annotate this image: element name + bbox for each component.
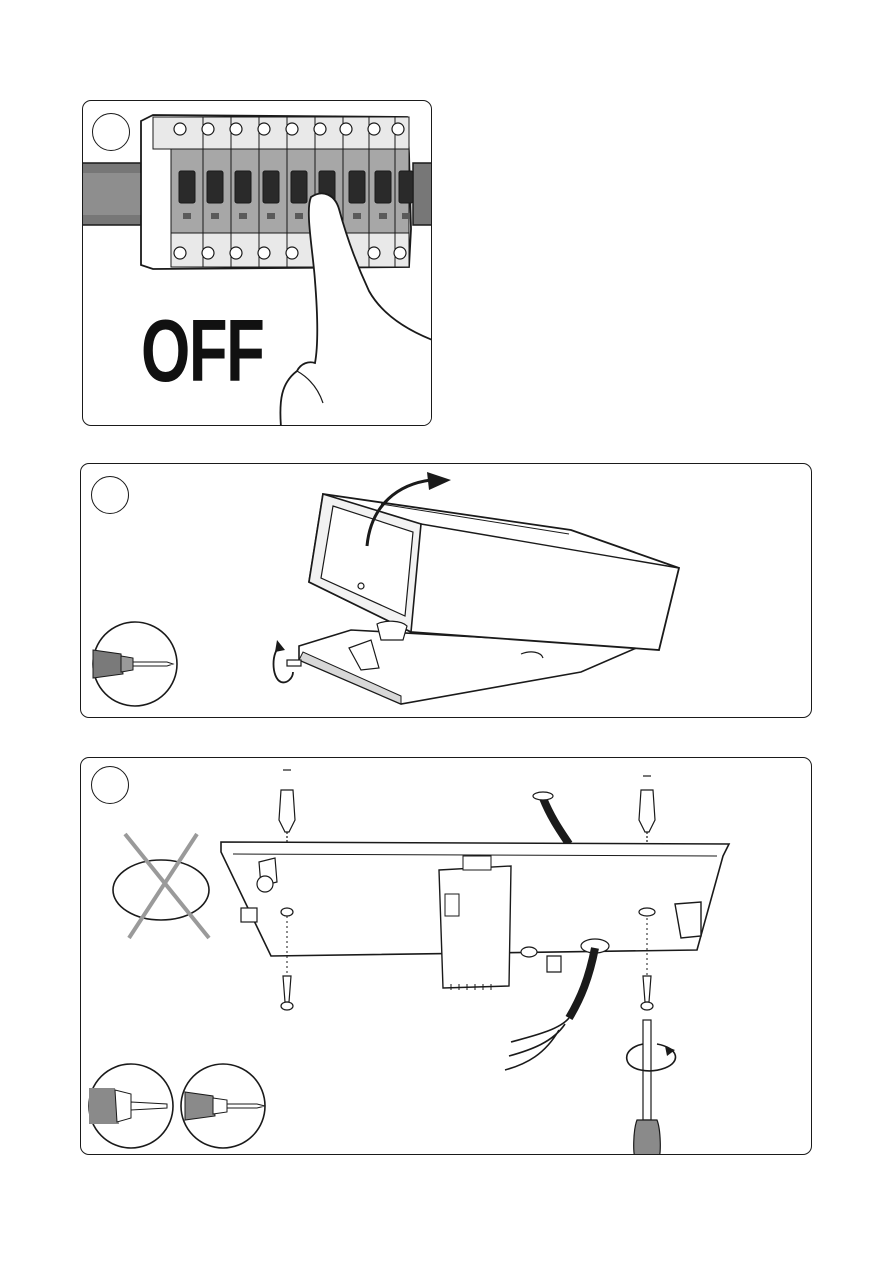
step-1-panel: OFF [82, 100, 432, 426]
step-1-number-circle [92, 113, 130, 151]
wall-mounting-illustration [81, 758, 812, 1155]
housing-removal-illustration [81, 464, 812, 718]
no-mounting-crossed [113, 834, 209, 938]
off-label: OFF [141, 307, 263, 395]
step-3-panel [80, 757, 812, 1155]
drill-tool [89, 1064, 173, 1148]
power-cable [505, 1018, 569, 1070]
step-2-number-circle [91, 476, 129, 514]
wall-plug [279, 770, 655, 842]
phillips-screwdriver-tool [181, 1064, 265, 1148]
flat-screwdriver-tool [93, 622, 177, 706]
step-3-number-circle [91, 766, 129, 804]
step-2-panel [80, 463, 812, 718]
